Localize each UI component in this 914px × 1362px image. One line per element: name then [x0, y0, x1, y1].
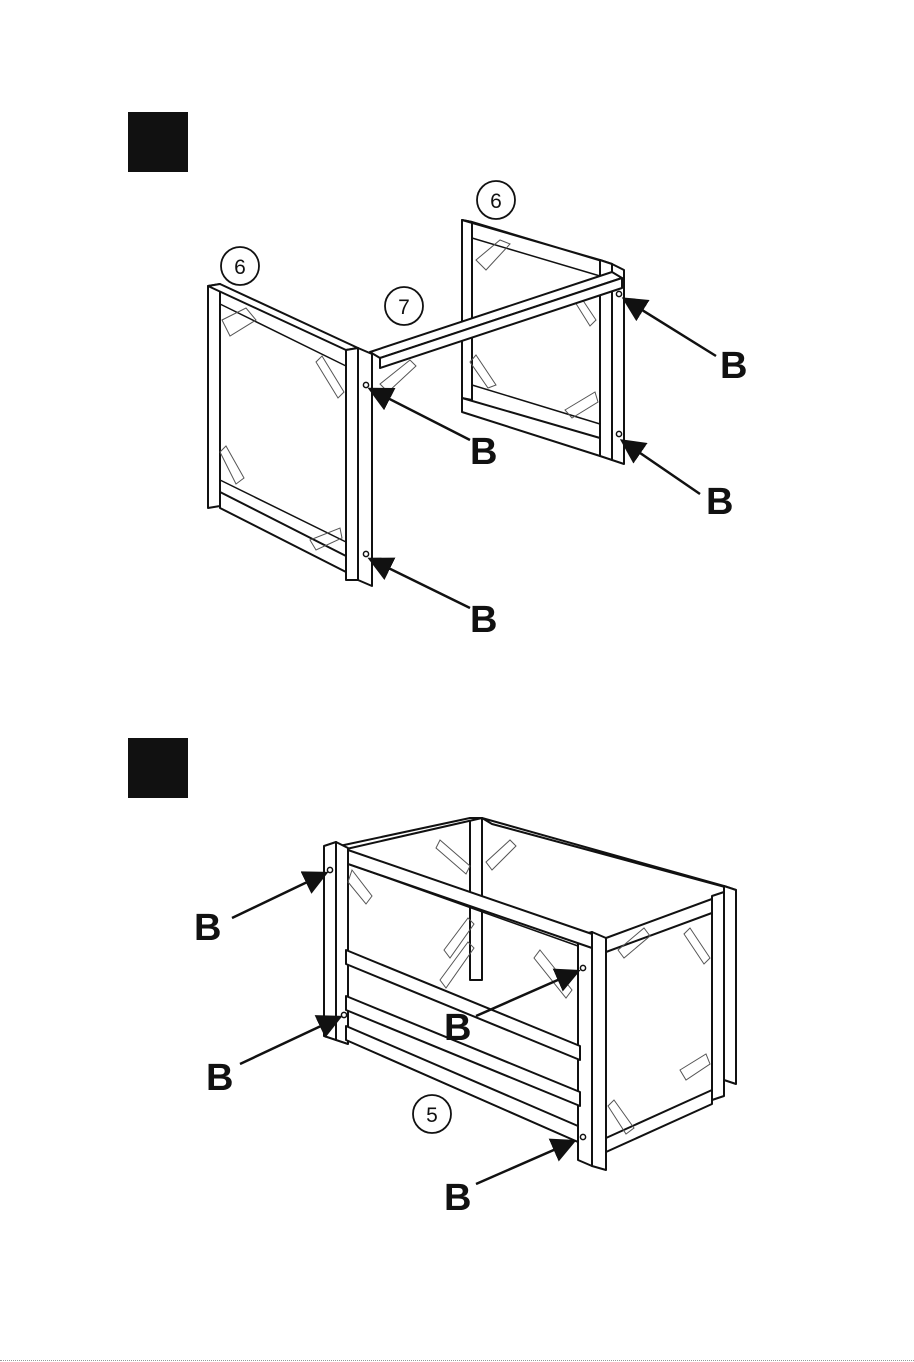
- svg-text:6: 6: [234, 256, 246, 279]
- left-side-frame: [208, 284, 416, 586]
- callout-b-8: B: [444, 1142, 572, 1219]
- callout-b-1: B: [626, 300, 747, 387]
- svg-text:B: B: [444, 1007, 471, 1049]
- callout-b-2: B: [624, 442, 733, 523]
- svg-text:B: B: [470, 431, 497, 473]
- right-side-frame: [462, 220, 624, 464]
- svg-text:B: B: [444, 1177, 471, 1219]
- step-2-marker: [128, 738, 188, 798]
- part-label-6-right: 6: [477, 181, 515, 219]
- step-1-marker: [128, 112, 188, 172]
- page-bottom-rule: [0, 1360, 914, 1361]
- rear-frame: [330, 818, 736, 1084]
- svg-text:5: 5: [426, 1104, 438, 1127]
- part-label-7: 7: [385, 287, 423, 325]
- svg-text:7: 7: [398, 296, 410, 319]
- svg-text:B: B: [720, 345, 747, 387]
- callout-b-4: B: [372, 560, 497, 641]
- step-1-diagram: 6 6 7 B B B B: [0, 180, 914, 660]
- part-label-5: 5: [413, 1095, 451, 1133]
- callout-b-6: B: [206, 1018, 338, 1099]
- svg-text:B: B: [706, 481, 733, 523]
- step-2-diagram: 5 B B B B: [0, 800, 914, 1220]
- part-label-6-left: 6: [221, 247, 259, 285]
- callout-b-5: B: [194, 874, 324, 949]
- svg-text:B: B: [470, 599, 497, 641]
- svg-text:B: B: [194, 907, 221, 949]
- svg-text:B: B: [206, 1057, 233, 1099]
- svg-text:6: 6: [490, 190, 502, 213]
